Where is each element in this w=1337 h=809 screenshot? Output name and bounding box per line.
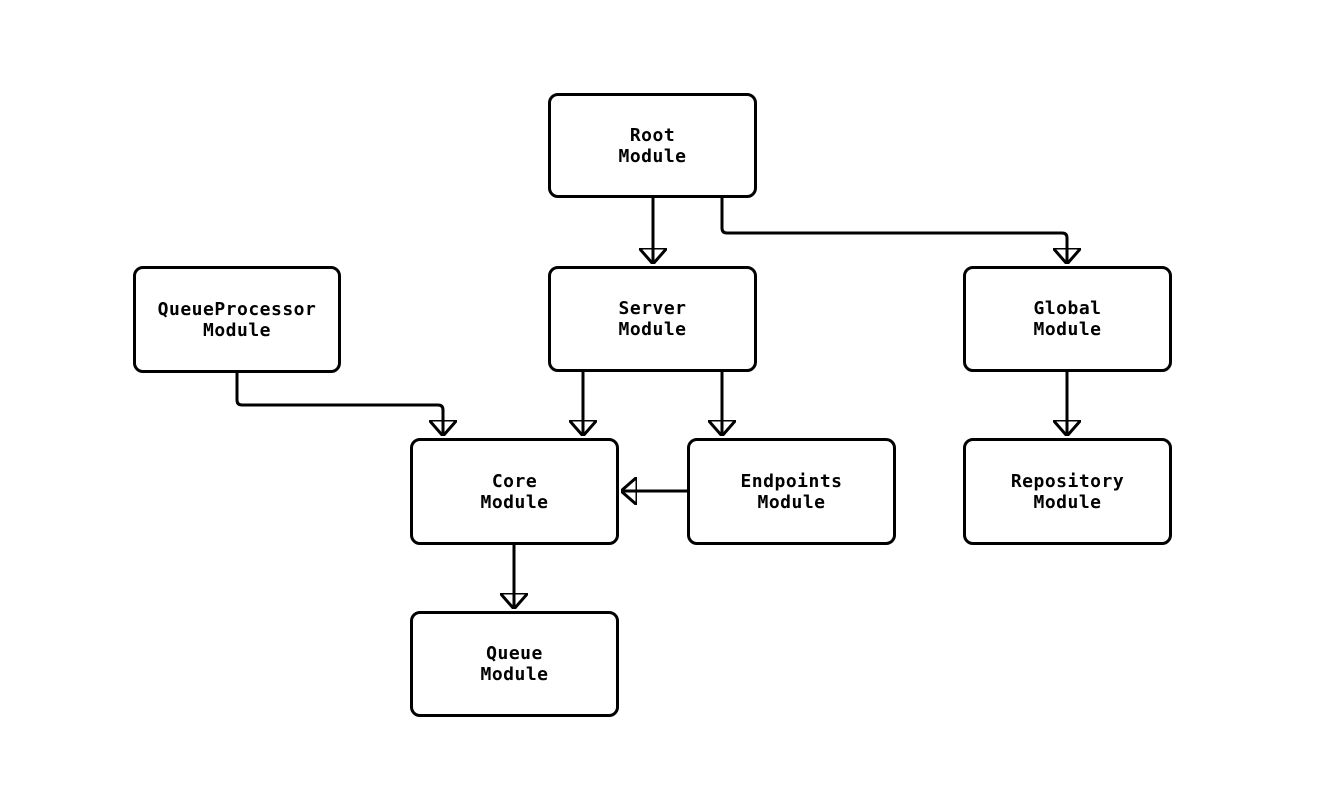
node-core-module-label-line1: Core (491, 470, 538, 492)
node-root-module-label-line2: Module (618, 145, 687, 167)
node-queue-module: Queue Module (410, 611, 619, 717)
edge-root-to-global-arrow (720, 198, 1067, 264)
node-queueprocessor-module-label-line2: Module (202, 319, 272, 341)
node-global-module-label-line1: Global (1033, 298, 1102, 319)
node-global-module: Global Module (963, 266, 1172, 372)
node-repository-module-label-line2: Module (1033, 491, 1102, 513)
edge-queueprocessor-to-core-arrow (235, 373, 443, 436)
node-core-module-label-line2: Module (480, 491, 549, 513)
node-global-module-label-line2: Module (1033, 319, 1102, 340)
node-queueprocessor-module: QueueProcessor Module (133, 266, 341, 373)
node-endpoints-module: Endpoints Module (687, 438, 896, 545)
node-server-module-label-line1: Server (618, 298, 687, 319)
node-queue-module-label-line1: Queue (486, 643, 543, 664)
node-endpoints-module-label-line2: Module (757, 491, 826, 513)
node-endpoints-module-label-line1: Endpoints (740, 470, 843, 492)
node-repository-module: Repository Module (963, 438, 1172, 545)
node-queue-module-label-line2: Module (480, 664, 549, 685)
node-queueprocessor-module-label-line1: QueueProcessor (157, 298, 317, 320)
node-root-module: Root Module (548, 93, 757, 198)
node-core-module: Core Module (410, 438, 619, 545)
node-server-module: Server Module (548, 266, 757, 372)
node-server-module-label-line2: Module (618, 319, 687, 340)
node-root-module-label-line1: Root (629, 124, 676, 146)
node-repository-module-label-line1: Repository (1010, 470, 1125, 492)
